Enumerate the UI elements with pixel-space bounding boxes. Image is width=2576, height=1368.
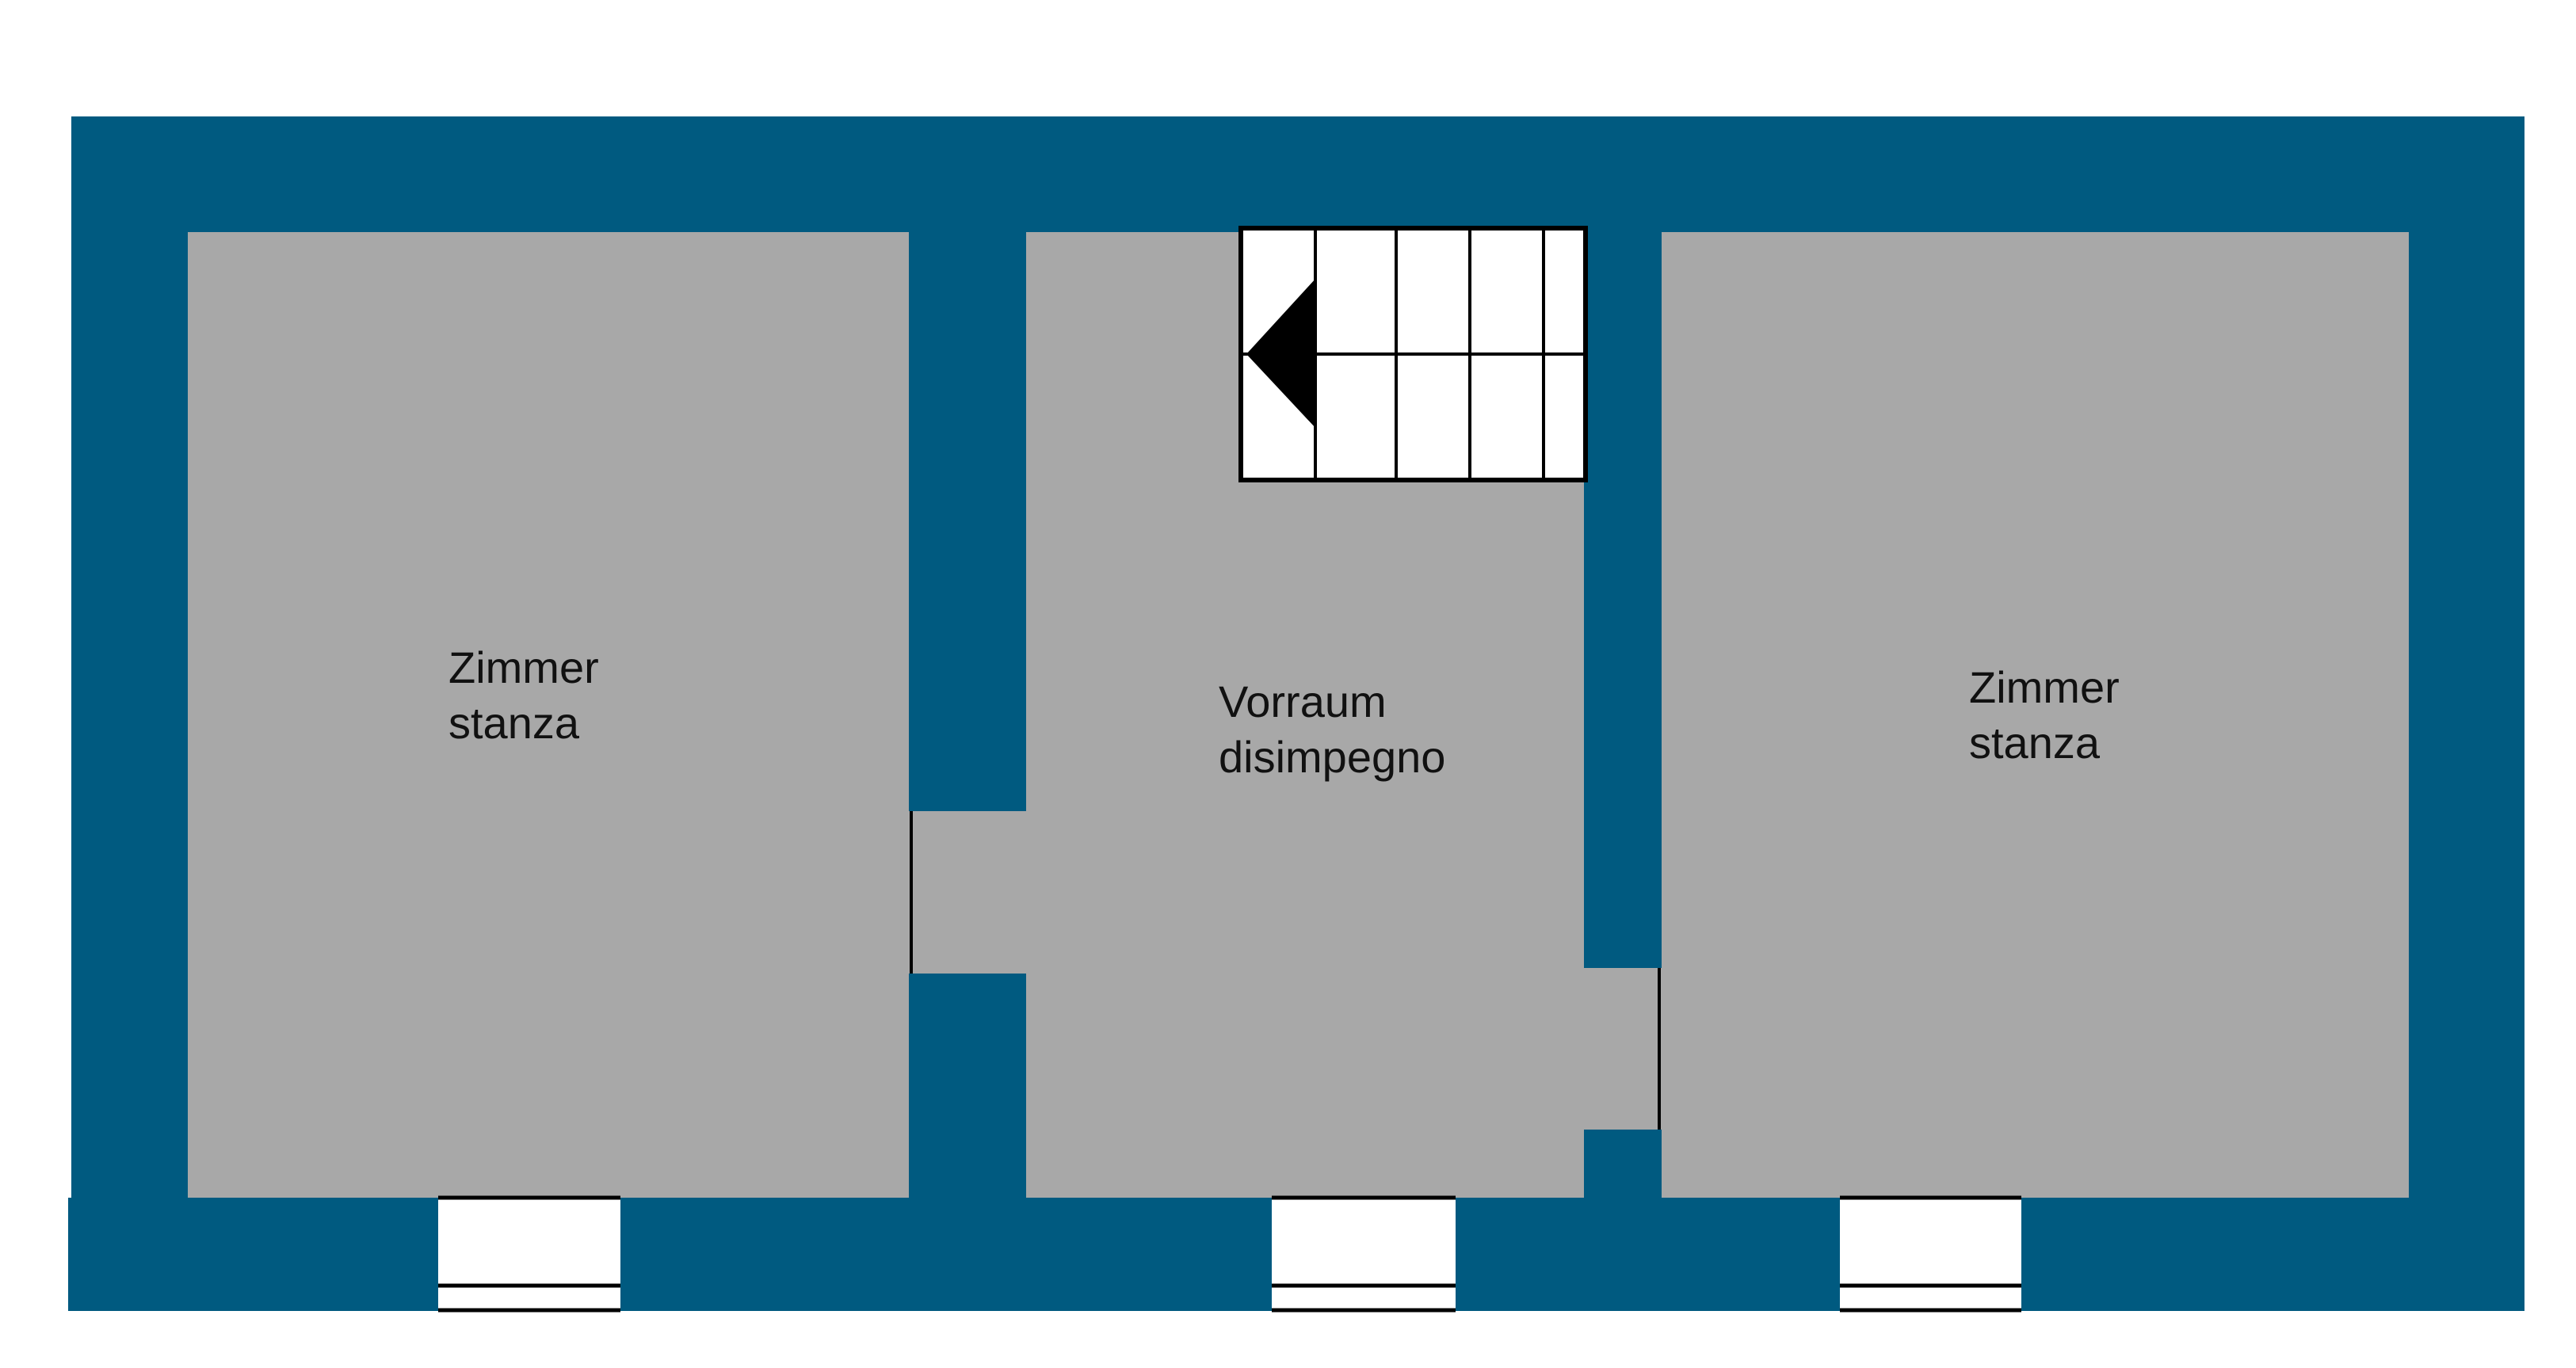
room-floor-right xyxy=(1662,232,2409,1198)
window-center xyxy=(1272,1195,1456,1313)
room-name-it-right: stanza xyxy=(1969,718,2101,768)
doorway-left-center xyxy=(909,811,1026,974)
room-name-right: Zimmer xyxy=(1969,662,2120,712)
room-label-left: Zimmer stanza xyxy=(448,642,611,748)
room-floor-left xyxy=(188,232,909,1198)
window-left xyxy=(438,1195,620,1313)
room-label-right: Zimmer stanza xyxy=(1969,662,2131,768)
room-name-it-left: stanza xyxy=(448,698,580,748)
room-name-center: Vorraum xyxy=(1219,676,1387,726)
room-name-it-center: disimpegno xyxy=(1219,732,1445,782)
window-right xyxy=(1840,1195,2021,1313)
doorway-center-right xyxy=(1584,968,1662,1130)
room-name-left: Zimmer xyxy=(448,642,599,692)
room-label-center: Vorraum disimpegno xyxy=(1219,676,1445,782)
arrow-left-icon xyxy=(1246,279,1315,428)
staircase xyxy=(1238,226,1588,482)
